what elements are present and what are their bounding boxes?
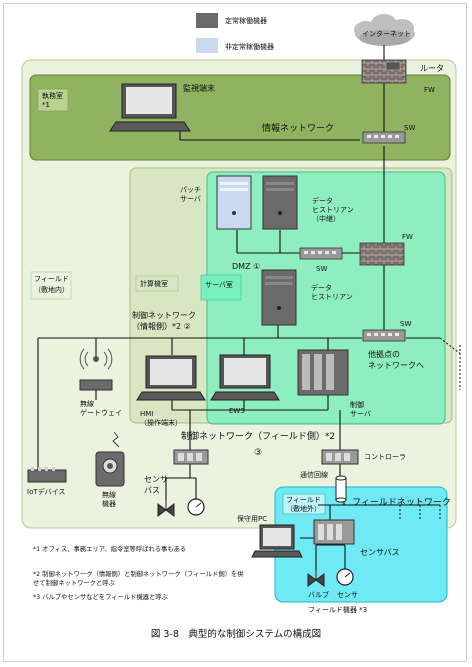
valve-left-icon <box>157 500 175 517</box>
fw-mid-label: FW <box>402 233 413 241</box>
sensor-right-icon <box>336 568 354 586</box>
wireless-device-icon <box>95 451 125 487</box>
sw-top-label: SW <box>404 124 415 132</box>
figure-caption: 図 3-8 典型的な制御システムの構成図 <box>151 628 321 640</box>
fw-mid-icon <box>359 242 405 266</box>
router-label: ルータ <box>420 64 444 73</box>
comm-line-icon <box>335 475 347 503</box>
hmi-label: HMI（操作端末） <box>140 410 182 427</box>
legend-always-on-swatch <box>196 13 218 28</box>
data-historian-relay-label: データヒストリアン（中継） <box>312 196 354 223</box>
field-outside-zone-label: フィールド（敷地外） <box>286 496 321 513</box>
footnote-2: *2 制御ネットワーク（情報側）と制御ネットワーク（フィールド側）を併せて制御ネ… <box>33 571 244 587</box>
data-historian-label: データヒストリアン <box>311 283 353 301</box>
monitor-terminal-label: 監視端末 <box>183 83 215 93</box>
valve-right-icon <box>307 570 325 587</box>
field-site-zone-label: フィールド（敷地内） <box>34 275 69 294</box>
control-network-field-label: 制御ネットワーク（フィールド側）*2 <box>181 430 335 442</box>
sw-dmz-label: SW <box>316 265 327 273</box>
ews-icon <box>210 354 280 401</box>
iot-device-icon <box>27 469 67 483</box>
control-network-field-number: ③ <box>254 448 262 458</box>
maintenance-pc-icon <box>251 524 303 558</box>
ews-label: EWS <box>229 407 245 415</box>
wireless-device-label: 無線機器 <box>102 490 116 508</box>
fw-top-label: FW <box>424 86 435 94</box>
computer-room-zone-label: 計算機室 <box>140 279 168 288</box>
sensor-bus-left-label: センサバス <box>144 475 168 495</box>
legend-not-always-on-label: 非定常稼働機器 <box>225 42 274 51</box>
patch-server-icon <box>216 175 252 230</box>
footnote-1: *1 オフィス、事務エリア、指令室等呼ばれる事もある <box>33 546 187 553</box>
hmi-icon <box>136 355 206 401</box>
maintenance-pc-label: 保守用PC <box>237 514 267 523</box>
control-network-info-label: 制御ネットワーク（情報側）*2 ② <box>132 310 196 331</box>
wireless-link-icon <box>112 431 120 448</box>
sensor-bus-right-label: センサバス <box>360 548 400 557</box>
internet-cloud-icon <box>354 14 415 46</box>
other-sites-label: 他拠点のネットワークへ <box>368 349 424 370</box>
valve-label: バルブ <box>308 590 329 599</box>
wireless-gateway-label: 無線ゲートウェイ <box>80 399 122 417</box>
monitor-terminal-icon <box>109 83 191 132</box>
data-historian-relay-icon <box>262 175 298 230</box>
controller-label: コントローラ <box>364 453 406 461</box>
wireless-gateway-icon <box>79 348 113 391</box>
controller-left-icon <box>173 449 209 465</box>
page-frame <box>3 3 467 662</box>
data-historian-icon <box>261 269 297 326</box>
sw-control-label: SW <box>400 320 411 328</box>
control-server-label: 制御サーバ <box>350 400 371 418</box>
controller-icon <box>321 449 359 465</box>
sensor-left-icon <box>187 498 205 516</box>
comm-line-label: 通信回線 <box>300 470 328 479</box>
control-server-icon <box>297 349 349 396</box>
dmz-label: DMZ ① <box>232 262 260 271</box>
field-devices-label: フィールド機器 *3 <box>308 605 367 614</box>
office-zone-label: 執務室*1 <box>42 91 63 109</box>
server-room-zone-label: サーバ室 <box>205 280 233 289</box>
iot-device-label: IoTデバイス <box>27 487 65 496</box>
legend-always-on-label: 定常稼働機器 <box>225 16 267 25</box>
sensor-label: センサ <box>337 591 358 599</box>
internet-label: インターネット <box>362 29 411 38</box>
field-network-label: フィールドネットワーク <box>352 497 451 508</box>
legend-not-always-on-swatch <box>196 38 218 53</box>
info-network-label: 情報ネットワーク <box>262 122 334 134</box>
patch-server-label: パッチサーバ <box>180 186 201 203</box>
dotted-lines <box>399 337 463 520</box>
office-zone <box>29 74 451 161</box>
footnote-3: *3 バルブやセンサなどをフィールド機器と呼ぶ <box>33 594 168 601</box>
field-controller-icon <box>313 519 355 545</box>
